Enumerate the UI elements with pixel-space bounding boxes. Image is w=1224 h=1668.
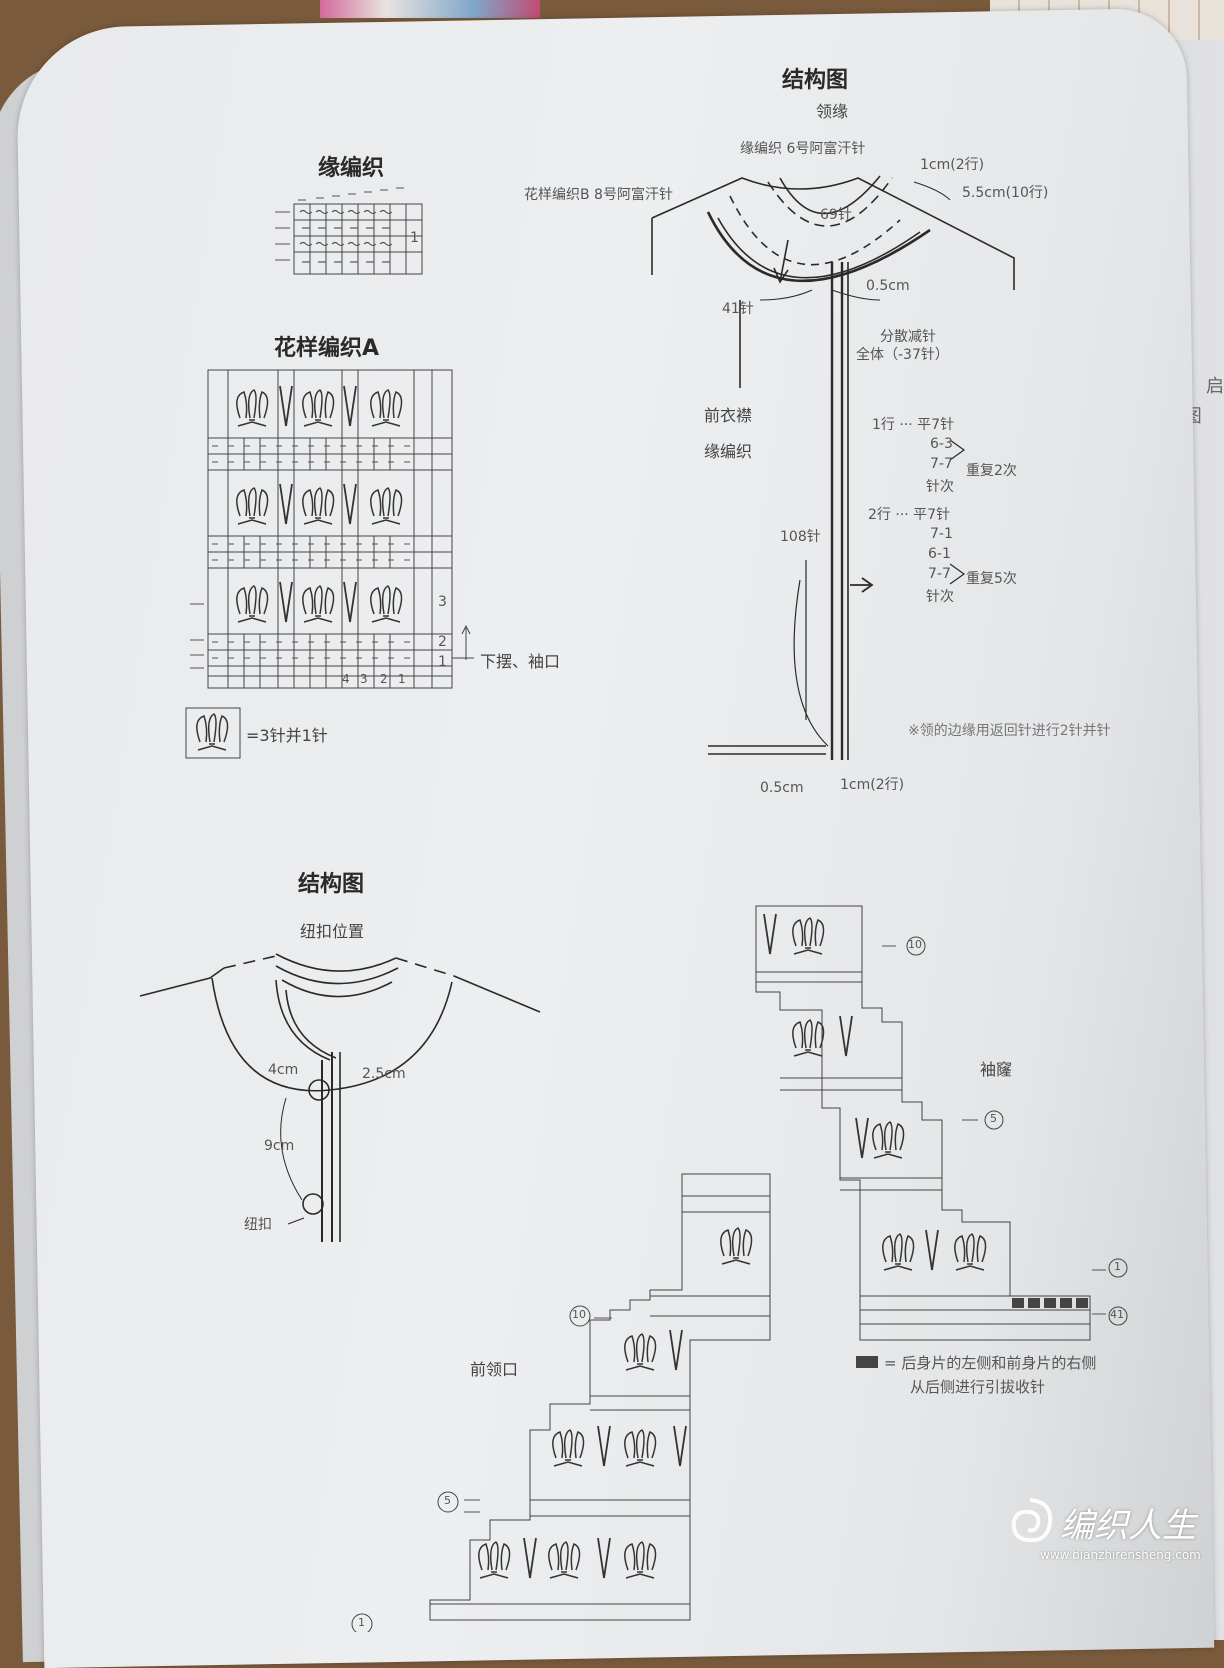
- edge-knit-chart: [275, 187, 423, 275]
- dim-5-5cm: 5.5cm(10行): [962, 185, 1049, 201]
- pattern-a-title: 花样编织A: [274, 336, 380, 361]
- col-number-2: 2: [380, 672, 388, 686]
- rule1-tail: 针次: [926, 479, 954, 495]
- pattern-b-needle: 花样编织B 8号阿富汗针: [524, 187, 673, 203]
- edge-knit-needle: 缘编织 6号阿富汗针: [740, 141, 866, 157]
- rule2-repeat: 重复5次: [966, 571, 1017, 587]
- dim-4cm: 4cm: [268, 1062, 299, 1078]
- dim-9cm: 9cm: [264, 1138, 295, 1154]
- symbol-legend: =3针并1针: [246, 726, 328, 745]
- pattern-a-chart: [185, 369, 474, 759]
- rule1-repeat: 重复2次: [966, 463, 1017, 479]
- collar-subtitle: 领缘: [816, 102, 849, 121]
- dim-1cm-2rows-bottom: 1cm(2行): [840, 777, 905, 793]
- front-neck-label: 前领口: [470, 1360, 519, 1379]
- rule2-a: 7-1: [930, 526, 953, 542]
- front-placket-label: 前衣襟: [704, 406, 753, 425]
- marker-1-neck: 1: [358, 1616, 365, 1629]
- marker-1-armhole: 1: [1114, 1260, 1121, 1273]
- dim-2-5cm: 2.5cm: [362, 1066, 406, 1082]
- rule2-c: 7-7: [928, 566, 951, 582]
- decrease-label: 分散减针: [880, 329, 936, 345]
- dim-0-5cm-top: 0.5cm: [866, 278, 910, 294]
- front-stitch-count: 108针: [780, 529, 821, 545]
- swirl-logo-icon: [1011, 1498, 1053, 1543]
- watermark-url: www.bianzhirensheng.com: [1040, 1548, 1201, 1562]
- armhole-chart: [755, 905, 1128, 1368]
- front-edge-knit-label: 缘编织: [704, 442, 753, 461]
- marker-10-armhole: 10: [908, 938, 922, 951]
- collar-footnote: ※领的边缘用返回针进行2针并针: [908, 723, 1111, 739]
- structure-title-top: 结构图: [782, 68, 849, 93]
- marker-5-armhole: 5: [990, 1112, 997, 1125]
- marker-41: 41: [1110, 1308, 1124, 1321]
- bind-off-legend-line2: 从后侧进行引拔收针: [910, 1378, 1046, 1396]
- rule1-head: 1行 ··· 平7针: [872, 417, 955, 433]
- site-watermark: 编织人生 www.bianzhirensheng.com: [1000, 1490, 1220, 1620]
- rule2-head: 2行 ··· 平7针: [868, 507, 951, 523]
- watermark-name: 编织人生: [1060, 1506, 1196, 1546]
- button-position-diagram: [139, 953, 541, 1242]
- button-position-subtitle: 纽扣位置: [300, 922, 365, 941]
- edge-row-number: 1: [410, 230, 419, 246]
- dim-1cm-2rows-top: 1cm(2行): [920, 157, 985, 173]
- right-page-fragment-1: 启: [1206, 376, 1224, 397]
- marker-10-neck: 10: [572, 1308, 586, 1321]
- row-number-2: 2: [438, 634, 447, 650]
- left-stitch-count: 41针: [722, 301, 754, 317]
- dim-0-5cm-bottom: 0.5cm: [760, 780, 804, 796]
- front-neck-chart: [351, 1173, 771, 1632]
- rule1-a: 6-3: [930, 436, 953, 452]
- rule2-tail: 针次: [926, 589, 954, 605]
- col-number-1: 1: [398, 672, 406, 686]
- armhole-label: 袖窿: [980, 1060, 1013, 1079]
- row-number-1: 1: [438, 654, 447, 670]
- rule2-b: 6-1: [928, 546, 951, 562]
- structure-title-bottom: 结构图: [298, 872, 365, 897]
- background-book-strip: [320, 0, 540, 18]
- edge-knit-title: 缘编织: [318, 156, 385, 181]
- collar-stitch-count: 69针: [820, 207, 852, 223]
- marker-5-neck: 5: [444, 1494, 451, 1507]
- collar-structure-diagram: [651, 175, 1015, 760]
- row-number-3: 3: [438, 594, 447, 610]
- button-label: 纽扣: [244, 1217, 272, 1233]
- col-number-3: 3: [360, 672, 368, 686]
- bind-off-legend-line1: = 后身片的左侧和前身片的右侧: [884, 1354, 1097, 1372]
- rule1-b: 7-7: [930, 456, 953, 472]
- diagram-canvas: [139, 175, 1128, 1632]
- decrease-total: 全体（-37针）: [856, 347, 949, 363]
- col-number-4: 4: [342, 672, 350, 686]
- hem-cuff-label: 下摆、袖口: [480, 652, 561, 671]
